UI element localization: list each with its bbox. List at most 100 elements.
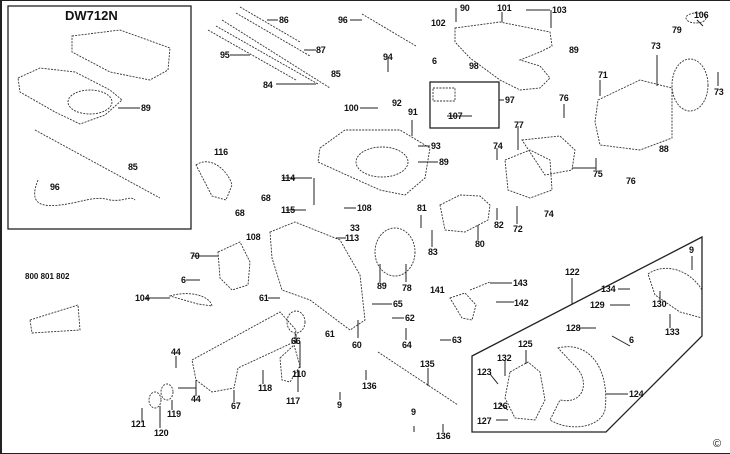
brush-holder-part (521, 135, 576, 176)
part-label-128: 128 (566, 323, 581, 333)
armature-80-part (439, 194, 491, 233)
part-label-81: 81 (417, 203, 427, 213)
top-cover-part (454, 21, 553, 91)
part-label-107: 107 (448, 111, 463, 121)
part-label-84: 84 (263, 80, 273, 90)
part-label-76b: 76 (626, 176, 636, 186)
part-label-74a: 74 (493, 141, 503, 151)
part-label-86: 86 (279, 15, 289, 25)
alternate-parts-label: 800 801 802 (25, 272, 70, 281)
part-label-82: 82 (494, 220, 504, 230)
washer-120-part (148, 391, 162, 409)
part-label-108a: 108 (357, 203, 372, 213)
cable-96-part (361, 13, 417, 47)
part-label-106: 106 (694, 10, 709, 20)
part-label-61a: 61 (259, 293, 269, 303)
leader-106 (696, 19, 704, 27)
part-label-68b: 68 (235, 208, 245, 218)
part-label-6b: 6 (181, 275, 186, 285)
ring-78-part (374, 227, 416, 277)
part-label-136b: 136 (436, 431, 451, 441)
part-label-126: 126 (493, 401, 508, 411)
inset-rod-part (34, 129, 161, 199)
part-label-127: 127 (477, 416, 492, 426)
part-label-124: 124 (629, 389, 644, 399)
rod-135-part (377, 351, 459, 406)
guard-kit-box-122 (471, 235, 703, 433)
part-label-77: 77 (514, 120, 524, 130)
part-label-85a: 85 (128, 162, 138, 172)
part-label-80: 80 (475, 239, 485, 249)
rod-86-part (239, 6, 301, 43)
switch-part (432, 87, 456, 102)
part-label-133: 133 (665, 327, 680, 337)
part-label-33: 33 (350, 223, 360, 233)
part-label-89a: 89 (141, 103, 151, 113)
part-label-87: 87 (316, 45, 326, 55)
part-label-110: 110 (292, 369, 306, 379)
part-label-95: 95 (220, 50, 230, 60)
main-housing-part (317, 129, 431, 196)
part-label-113: 113 (345, 233, 359, 243)
part-label-79: 79 (672, 25, 682, 35)
part-label-63: 63 (452, 335, 462, 345)
part-label-65: 65 (393, 299, 403, 309)
part-label-75: 75 (593, 169, 603, 179)
leader-123 (489, 373, 499, 385)
part-label-44b: 44 (191, 394, 201, 404)
ring-106-part (685, 12, 707, 24)
leader-126 (499, 403, 509, 411)
part-label-85b: 85 (331, 69, 341, 79)
strip-104-part (168, 293, 213, 307)
part-label-78: 78 (402, 283, 412, 293)
part-label-9a: 9 (689, 245, 694, 255)
part-label-76a: 76 (559, 93, 569, 103)
part-label-89d: 89 (377, 281, 387, 291)
part-label-73b: 73 (714, 87, 724, 97)
part-label-125: 125 (518, 339, 533, 349)
rod-85-part (221, 19, 331, 89)
part-label-134: 134 (601, 284, 616, 294)
part-label-93: 93 (431, 141, 441, 151)
part-label-97: 97 (505, 95, 515, 105)
part-label-91: 91 (408, 107, 418, 117)
rod-95-part (207, 29, 297, 81)
part-label-100: 100 (344, 103, 359, 113)
part-label-103: 103 (552, 5, 567, 15)
part-label-129: 129 (590, 300, 605, 310)
fan-79-part (671, 58, 709, 112)
inset-housing-opening (67, 89, 113, 115)
part-label-123: 123 (477, 367, 492, 377)
lower-guard-124-part (549, 346, 607, 428)
part-label-71: 71 (598, 70, 608, 80)
bracket-70-part (217, 241, 251, 291)
part-label-121: 121 (131, 419, 146, 429)
part-label-98: 98 (469, 61, 479, 71)
part-label-102: 102 (431, 18, 446, 28)
part-label-104: 104 (135, 293, 150, 303)
part-label-64: 64 (402, 340, 412, 350)
part-label-83: 83 (428, 247, 438, 257)
copyright-symbol: © (713, 438, 722, 450)
part-label-68a: 68 (261, 193, 271, 203)
part-label-61b: 61 (325, 329, 335, 339)
switch-kit-box-97 (429, 81, 500, 129)
part-label-132: 132 (497, 353, 512, 363)
part-label-108b: 108 (246, 232, 261, 242)
main-housing-opening (355, 146, 409, 178)
part-label-89c: 89 (569, 45, 579, 55)
part-label-142: 142 (514, 298, 529, 308)
part-label-136a: 136 (362, 381, 377, 391)
inset-cable-part (34, 179, 136, 207)
part-label-90: 90 (460, 3, 470, 13)
part-label-6c: 6 (629, 335, 634, 345)
part-label-101: 101 (497, 3, 512, 13)
washer-66-part (286, 310, 306, 334)
rod-87-part (235, 12, 311, 57)
field-77-part (504, 149, 553, 199)
guard-125-part (504, 361, 546, 421)
part-label-72: 72 (513, 224, 523, 234)
part-label-141: 141 (430, 285, 445, 295)
base-67-part (191, 311, 297, 393)
